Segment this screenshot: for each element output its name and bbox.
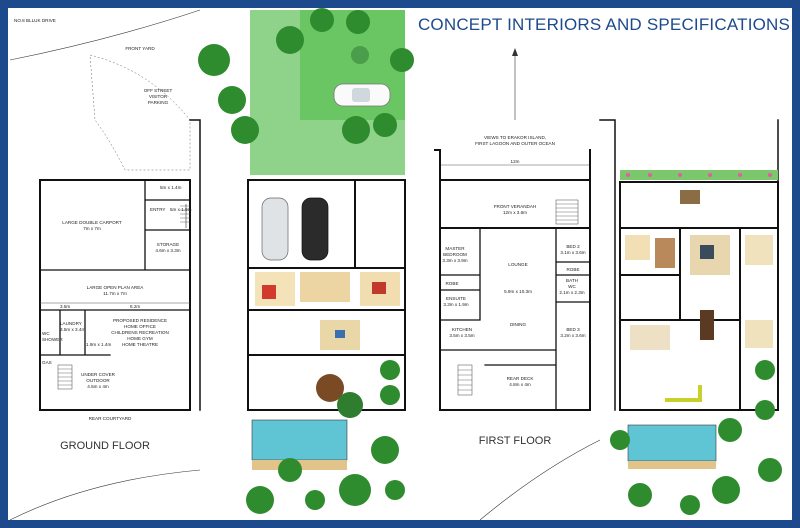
undercover-size-label: 4.5m x 4m <box>87 384 109 389</box>
laundry-label: LAUNDRY <box>60 321 82 326</box>
driveway-car <box>333 83 391 107</box>
parking-area-outline <box>89 54 191 171</box>
residence-label-3: CHILDRENS RECREATION <box>111 330 169 335</box>
first-interior-walls <box>439 227 591 411</box>
ensuite-size-label: 3.3m x 1.9m <box>443 302 468 307</box>
ensuite-label: ENSUITE <box>446 296 466 301</box>
front-planter <box>620 170 778 180</box>
rear-deck-label: REAR DECK <box>507 376 535 381</box>
front-yard-label: FRONT YARD <box>125 46 155 51</box>
ground-lower-walls <box>39 309 191 356</box>
master-label: MASTER <box>445 246 465 251</box>
wc-dim-label: 1.9m x 1.4m <box>86 342 111 347</box>
carport-cars <box>261 197 329 261</box>
pool <box>251 419 348 461</box>
outdoor-umbrella <box>337 392 363 418</box>
undercover-label: UNDER COVER <box>81 372 116 377</box>
ground-stair-lower <box>57 364 73 390</box>
outdoor-label: OUTDOOR <box>86 378 110 383</box>
rear-deck-size-label: 4.8m x 4m <box>509 382 531 387</box>
pool-upper-view <box>627 424 717 462</box>
residence-label-2: HOME OFFICE <box>124 324 156 329</box>
pool-upper-deck <box>628 461 716 469</box>
ground-furniture <box>255 272 400 350</box>
wc-label: WC <box>42 331 50 336</box>
storage-label: STORAGE <box>157 242 179 247</box>
outdoor-table <box>316 374 344 402</box>
rear-boundary <box>9 469 201 520</box>
concept-first-walls <box>619 181 779 411</box>
address-label: NO.8 BLLUK DRIVE <box>14 18 56 23</box>
bedroom-label: BEDROOM <box>443 252 467 257</box>
ground-outer-walls <box>39 179 191 411</box>
bath-size-label: 2.1m x 2.3m <box>559 290 584 295</box>
gas-label: GAS <box>42 360 52 365</box>
entry-dim-label: 5m x 1.9m <box>170 207 192 212</box>
dining-label: DINING <box>510 322 527 327</box>
page-title: CONCEPT INTERIORS AND SPECIFICATIONS <box>418 15 790 34</box>
carport-dim-label: 5m x 1.4m <box>160 185 182 190</box>
bath-label: BATH <box>566 278 578 283</box>
laundry-size-label: 3.5m x 3.4m <box>60 327 85 332</box>
verandah-label: FRONT VERANDAH <box>494 204 537 209</box>
parking-label-3: PARKING <box>148 100 169 105</box>
planter-flowers <box>626 173 772 177</box>
ground-floor-plan: NO.8 BLLUK DRIVE FRONT YARD OFF STREET V… <box>9 9 201 520</box>
outdoor-lounge <box>665 385 702 402</box>
master-size-label: 3.3m x 3.9m <box>442 258 467 263</box>
dim-35-label: 3.5m <box>60 304 70 309</box>
kitchen-size-label: 3.5m x 3.5m <box>449 333 474 338</box>
bed2-label: BED 2 <box>566 244 580 249</box>
bed3-label: BED 3 <box>566 327 580 332</box>
views-label-2: FIRST LAGOON AND OUTER OCEAN <box>475 141 555 146</box>
lounge-dim-label: 5.9m x 10.3m <box>504 289 532 294</box>
palm-tree-icons <box>198 8 414 144</box>
first-floor-plan: VIEWS TO ERAKOR ISLAND, FIRST LAGOON AND… <box>434 48 601 520</box>
robe-label-left: ROBE <box>445 281 458 286</box>
first-furniture <box>625 190 773 350</box>
parking-label-1: OFF STREET <box>144 88 173 93</box>
carport-size-label: 7m x 7m <box>83 226 101 231</box>
first-outer-walls <box>434 149 591 411</box>
view-arrow-head <box>512 48 518 56</box>
first-stair-bottom <box>457 364 473 396</box>
parking-label-2: VISITOR <box>149 94 168 99</box>
rear-courtyard-label: REAR COURTYARD <box>89 416 132 421</box>
lounge-label: LOUNGE <box>508 262 527 267</box>
floorplan-diagram: CONCEPT INTERIORS AND SPECIFICATIONS NO.… <box>9 8 790 520</box>
entry-label: ENTRY <box>150 207 166 212</box>
garden-tree-icons-right <box>610 360 782 515</box>
first-floor-concept <box>599 119 782 515</box>
garden-tree-icons <box>246 360 405 514</box>
first-floor-caption: FIRST FLOOR <box>479 435 552 447</box>
dim-82-label: 8.2m <box>130 304 140 309</box>
residence-label-5: HOME THEATRE <box>122 342 158 347</box>
shower-label: SHOWER <box>42 337 63 342</box>
verandah-size-label: 12m x 3.6m <box>503 210 527 215</box>
residence-label-1: PROPOSED RESIDENCE <box>113 318 167 323</box>
residence-label-4: HOME GYM <box>127 336 153 341</box>
robe-label-right: ROBE <box>566 267 579 272</box>
kitchen-label: KITCHEN <box>452 327 472 332</box>
street-boundary <box>9 9 201 61</box>
bed2-size-label: 3.1m x 3.6m <box>560 250 585 255</box>
bed3-size-label: 3.2m x 3.6m <box>560 333 585 338</box>
width-dim-label: 12m <box>511 159 520 164</box>
first-stair-top <box>555 199 579 225</box>
ground-interior-walls <box>39 179 191 271</box>
first-boundary-curve <box>479 439 601 520</box>
open-plan-size-label: 11.7m x 7m <box>103 291 127 296</box>
bath-wc-label: WC <box>568 284 576 289</box>
ground-floor-caption: GROUND FLOOR <box>60 440 150 452</box>
views-label-1: VIEWS TO ERAKOR ISLAND, <box>484 135 546 140</box>
floorplan-sheet: CONCEPT INTERIORS AND SPECIFICATIONS NO.… <box>8 8 792 520</box>
ground-stair-entry <box>180 204 190 228</box>
ground-side-wall <box>189 119 201 411</box>
concept-ground-walls <box>247 179 406 411</box>
open-plan-label: LARGE OPEN PLAN AREA <box>87 285 145 290</box>
ground-floor-concept <box>198 8 414 514</box>
carport-label: LARGE DOUBLE CARPORT <box>62 220 122 225</box>
storage-size-label: 4.6m x 3.3m <box>155 248 180 253</box>
